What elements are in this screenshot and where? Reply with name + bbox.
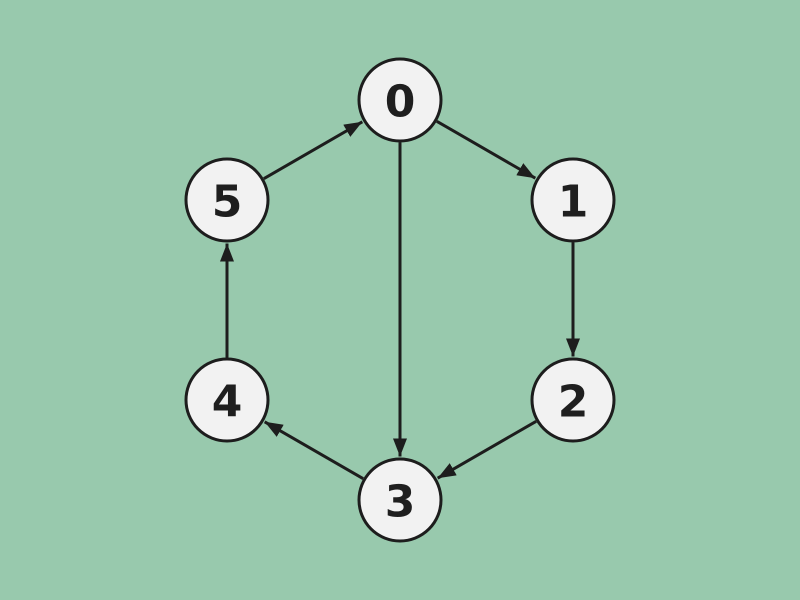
- edge-3-4: [263, 420, 364, 481]
- node-0-label: 0: [385, 76, 416, 127]
- node-3: 3: [357, 457, 443, 543]
- node-1: 1: [530, 157, 616, 243]
- edge-0-1: [436, 119, 537, 180]
- node-2-circle: [530, 357, 616, 443]
- node-2: 2: [530, 357, 616, 443]
- node-5: 5: [184, 157, 270, 243]
- node-1-label: 1: [558, 176, 589, 227]
- node-4: 4: [184, 357, 270, 443]
- node-3-circle: [357, 457, 443, 543]
- node-5-label: 5: [212, 176, 243, 227]
- edge-5-0: [263, 120, 364, 181]
- node-1-circle: [530, 157, 616, 243]
- node-3-label: 3: [385, 476, 416, 527]
- node-0-circle: [357, 57, 443, 143]
- node-0: 0: [357, 57, 443, 143]
- node-2-label: 2: [558, 376, 589, 427]
- node-5-circle: [184, 157, 270, 243]
- node-4-label: 4: [212, 376, 243, 427]
- node-4-circle: [184, 357, 270, 443]
- edge-2-3: [436, 419, 537, 480]
